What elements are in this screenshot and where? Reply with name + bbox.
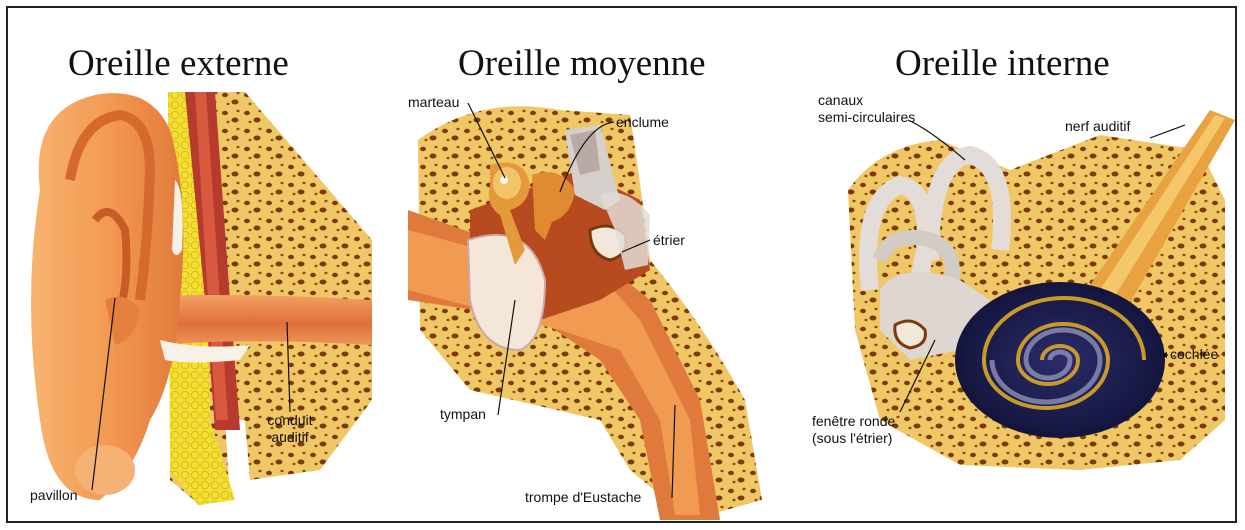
external-ear-drawing <box>31 92 372 505</box>
label-canaux-line1: canaux <box>818 92 915 109</box>
label-etrier: étrier <box>653 232 685 249</box>
label-trompe-eustache: trompe d'Eustache <box>525 489 641 506</box>
label-conduit-line2: auditif <box>260 429 320 446</box>
label-fenetre-line1: fenêtre ronde <box>812 413 895 430</box>
label-enclume: enclume <box>616 114 669 131</box>
internal-ear-drawing <box>848 110 1235 470</box>
label-fenetre-ronde: fenêtre ronde (sous l'étrier) <box>812 413 895 447</box>
leader-nerf <box>1150 125 1185 138</box>
label-canaux-semi-circulaires: canaux semi-circulaires <box>818 92 915 126</box>
title-internal: Oreille interne <box>895 42 1110 85</box>
title-middle: Oreille moyenne <box>458 42 706 85</box>
middle-ear-drawing <box>408 106 762 520</box>
label-nerf-auditif: nerf auditif <box>1065 118 1130 135</box>
label-pavillon: pavillon <box>30 487 77 504</box>
label-marteau: marteau <box>408 94 459 111</box>
label-canaux-line2: semi-circulaires <box>818 109 915 126</box>
label-fenetre-line2: (sous l'étrier) <box>812 430 895 447</box>
label-cochlee: cochlée <box>1170 346 1218 363</box>
label-tympan: tympan <box>440 406 486 423</box>
label-conduit-line1: conduit <box>260 412 320 429</box>
label-conduit-auditif: conduit auditif <box>260 412 320 446</box>
